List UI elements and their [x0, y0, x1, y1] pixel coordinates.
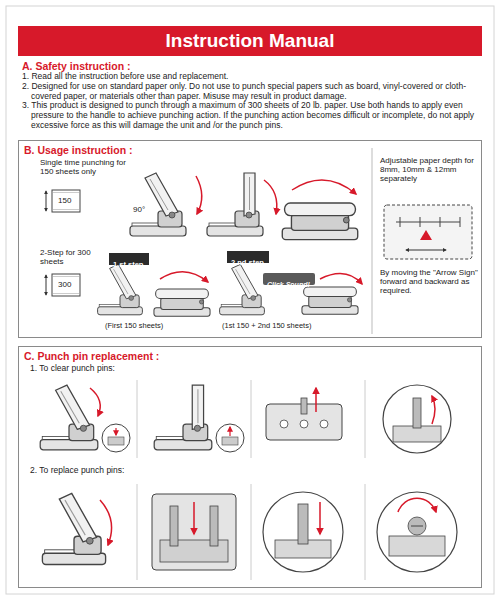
sheet-count: 300 — [58, 280, 71, 289]
section-heading: C. Punch pin replacement : — [24, 350, 159, 363]
section-heading: B. Usage instruction : — [24, 144, 133, 157]
figure-caption: (1st 150 + 2nd 150 sheets) — [222, 322, 311, 331]
tag-text: 1 st step — [109, 259, 147, 270]
click-badge: Click Sound! — [263, 273, 315, 285]
title-band: Instruction Manual — [18, 26, 482, 56]
step-note: 2-Step for 300 sheets — [40, 248, 102, 266]
side-note: Adjustable paper depth for 8mm, 10mm & 1… — [380, 156, 478, 184]
step-heading: 2. To replace punch pins: — [30, 466, 124, 476]
tag-text: Click Sound! — [263, 280, 314, 290]
safety-item: 2. Designed for use on standard paper on… — [22, 82, 482, 102]
sheet-count: 150 — [58, 196, 71, 205]
angle-label: 90° — [133, 205, 145, 214]
safety-item: 1. Read all the instruction before use a… — [22, 72, 482, 82]
safety-item: 3. This product is designed to punch thr… — [22, 101, 482, 130]
section-heading: A. Safety instruction : — [22, 60, 131, 72]
step-heading: 1. To clear punch pins: — [30, 364, 115, 374]
title-text: Instruction Manual — [18, 26, 482, 56]
step-tag: 1 st step — [109, 253, 149, 265]
tag-text: 2 nd step — [227, 257, 268, 268]
step-note: Single time punching for 150 sheets only — [40, 158, 126, 176]
figure-caption: (First 150 sheets) — [105, 322, 163, 331]
side-note: By moving the "Arrow Sign" forward and b… — [380, 268, 478, 296]
step-tag: 2 nd step — [227, 251, 269, 263]
